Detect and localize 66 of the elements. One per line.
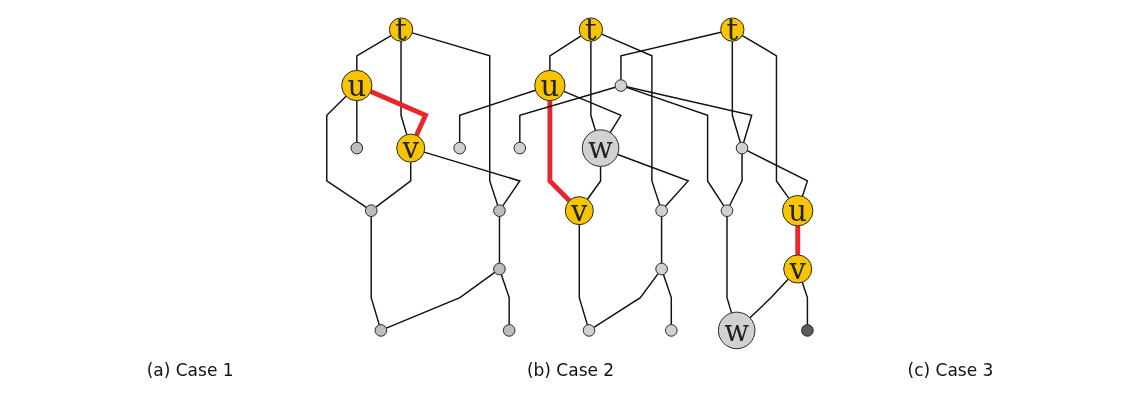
node-circle [513,141,527,155]
node-circle [735,141,749,155]
connector [356,34,392,72]
connector [593,272,659,328]
node-circle [655,262,668,276]
connector [578,224,589,326]
connector [326,95,368,209]
node-circle [582,324,596,337]
connector [547,100,572,203]
node-circle: v [783,254,813,284]
connector [590,40,597,132]
connector [586,165,602,200]
connector [411,32,499,206]
connector [458,89,537,143]
node-circle [374,324,388,337]
node-circle [655,204,668,217]
node-circle: v [564,196,594,226]
subfigure-caption: (b) Case 2 [526,360,615,380]
node-circle: w [581,129,620,167]
node-circle: t [720,17,745,42]
connector [369,89,429,137]
node-circle [493,262,506,276]
connector [620,31,722,81]
node-circle: w [717,311,756,350]
connector [616,153,690,208]
node-circle: u [534,69,566,102]
connector [625,86,753,144]
node-circle [720,204,734,217]
node-circle: u [782,195,814,227]
node-circle [364,204,378,217]
connector [749,278,789,319]
connector [662,273,673,326]
connector [356,100,358,143]
connector [741,34,790,200]
connector [370,215,380,326]
node-circle [453,141,466,155]
node-circle [502,324,516,337]
connector [728,153,743,207]
connector [400,40,408,136]
connector [519,86,617,143]
connector [726,215,733,314]
subfigure-caption: (c) Case 3 [907,360,994,380]
connector [746,150,809,197]
node-circle [665,324,678,337]
connector [563,90,622,134]
connector [423,151,521,207]
connector [498,215,501,264]
connector [500,273,510,326]
connector [660,215,663,264]
subfigure-caption: (a) Case 1 [146,360,234,380]
connector [731,40,742,144]
node-circle [493,204,506,217]
node-circle: t [578,17,604,42]
node-circle: v [396,133,426,163]
node-circle: u [341,69,373,102]
node-circle [801,324,814,337]
connector [801,281,809,326]
connector [795,225,801,255]
connector [375,161,412,208]
connector [600,33,661,206]
connector [549,35,582,72]
connector [625,86,725,207]
node-circle: t [388,17,414,42]
connector [385,271,496,329]
node-circle [350,141,364,155]
node-circle [614,79,628,92]
